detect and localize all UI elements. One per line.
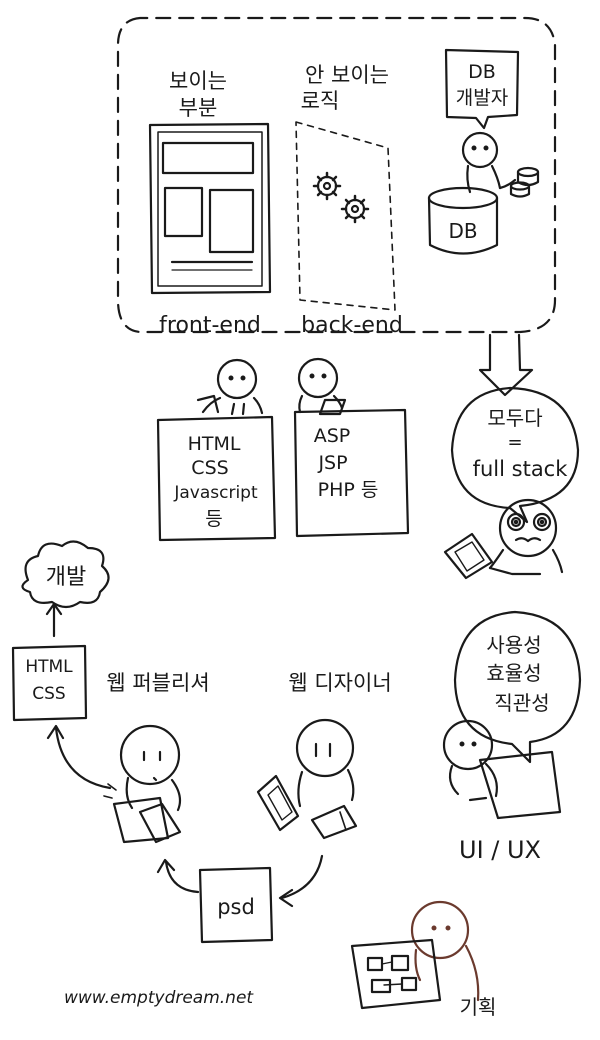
publisher-doc-line2: CSS xyxy=(32,684,65,704)
publisher-doc-line1: HTML xyxy=(25,657,73,677)
dashed-frame xyxy=(116,16,557,334)
back-end-label: back-end xyxy=(301,313,403,338)
back-board-line3: PHP 등 xyxy=(318,479,379,501)
front-board-line1: HTML xyxy=(188,433,241,455)
planning-board xyxy=(350,938,442,1010)
back-board-line2: JSP xyxy=(317,452,347,474)
ux-speech-bubble xyxy=(453,610,582,764)
db-developer-person xyxy=(461,131,540,198)
back-board-line1: ASP xyxy=(314,425,351,447)
back-end-board xyxy=(293,408,410,538)
curved-arrow-icon xyxy=(46,724,112,790)
ui-ux-label: UI / UX xyxy=(459,836,541,864)
front-board-line4: 등 xyxy=(205,508,222,530)
ux-line3: 직관성 xyxy=(494,691,549,715)
gears-icon xyxy=(295,121,396,311)
ui-ux-person xyxy=(442,719,562,820)
front-board-line3: Javascript xyxy=(173,483,258,503)
front-end-label: front-end xyxy=(159,313,261,338)
wireframe-page-icon xyxy=(148,122,272,295)
website-credit: www.emptydream.net xyxy=(64,988,254,1008)
overwhelmed-developer xyxy=(443,498,564,580)
web-publisher-person xyxy=(103,724,182,844)
web-designer-person xyxy=(256,718,358,840)
database-icon xyxy=(427,186,499,255)
visible-label-line2: 부분 xyxy=(179,96,218,120)
down-arrow-icon xyxy=(478,333,534,397)
front-board-line2: CSS xyxy=(191,457,228,479)
ux-line1: 사용성 xyxy=(486,633,541,657)
arrow-designer-to-psd-icon xyxy=(278,854,324,908)
back-end-developer xyxy=(297,357,347,416)
visible-label-line1: 보이는 xyxy=(169,69,227,93)
front-end-developer xyxy=(196,358,264,416)
up-arrow-icon xyxy=(45,602,63,638)
planning-label: 기획 xyxy=(460,995,497,1019)
web-designer-label: 웹 디자이너 xyxy=(288,671,391,695)
fullstack-line1: 모두다 xyxy=(487,406,542,430)
database-label: DB xyxy=(448,219,477,243)
hidden-label-line2: 로직 xyxy=(301,89,340,113)
db-developer-label-line1: DB xyxy=(468,61,496,83)
db-developer-sign xyxy=(444,48,520,130)
ux-line2: 효율성 xyxy=(486,661,541,685)
publisher-output-doc xyxy=(11,644,88,722)
psd-file xyxy=(198,866,274,944)
hidden-label-line1: 안 보이는 xyxy=(305,63,389,87)
development-label: 개발 xyxy=(46,565,86,590)
fullstack-line3: full stack xyxy=(473,457,569,481)
development-cloud xyxy=(21,540,110,609)
web-publisher-label: 웹 퍼블리셔 xyxy=(106,671,209,695)
psd-label: psd xyxy=(217,895,255,919)
planner-person xyxy=(410,900,480,1002)
arrow-psd-to-publisher-icon xyxy=(156,858,200,894)
db-developer-label-line2: 개발자 xyxy=(456,87,508,109)
front-end-board xyxy=(156,415,277,542)
fullstack-line2: = xyxy=(507,432,522,453)
